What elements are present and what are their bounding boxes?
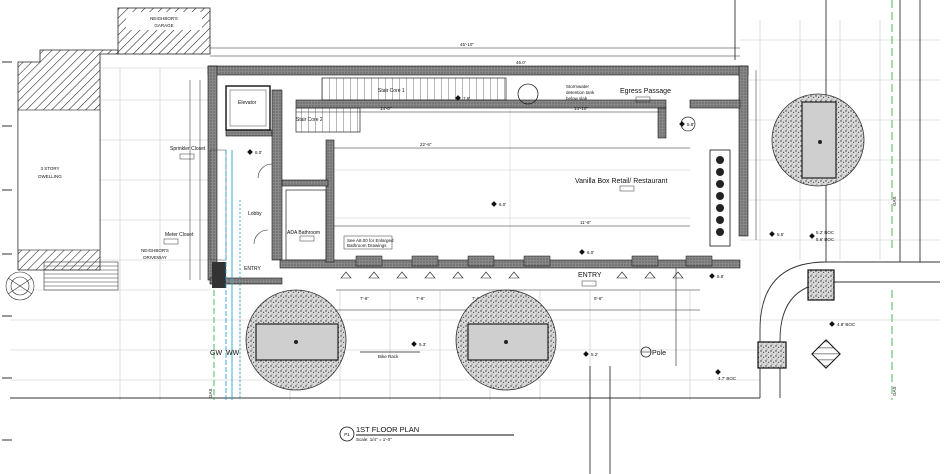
title-symbol: P1: [344, 432, 350, 437]
spot-elevation: 5.2' BOC: [816, 230, 835, 235]
bathroom-note-1: See A8.00 for Enlarged: [347, 238, 394, 243]
neighbor-garage-label-2: GARAGE: [154, 23, 173, 28]
gas-label-right-top: GAS: [892, 196, 897, 206]
dim-label: 7'-6": [360, 296, 369, 301]
spot-elevation: 6.0': [499, 202, 506, 207]
stormwater-label-2: detention tank: [566, 90, 595, 95]
meter-closet-label: Meter Closet: [165, 232, 194, 238]
spot-elevation: 6.0': [255, 150, 262, 155]
gw-label: GW: [210, 350, 222, 357]
spot-elevation: 6.0': [587, 250, 594, 255]
spot-elevation: 5.2': [591, 352, 598, 357]
bathroom-label: ADA Bathroom: [287, 230, 320, 236]
dimension-labels: 45'-10" 45.0' 14'-0" 14'-10" 22'-6" 11'-…: [360, 42, 603, 301]
spot-elevation: 5.8': [717, 274, 724, 279]
neighbor-garage-label-1: NEIGHBOR'S: [150, 16, 178, 21]
dimension-strings: [189, 47, 757, 280]
stair-core-1-label: Stair Core 1: [378, 88, 405, 94]
drawing-scale: Scale: 1/4" = 1'-0": [356, 437, 392, 442]
dim-label: 45'-10": [460, 42, 474, 47]
driveway-label-2: DRIVEWAY: [143, 255, 167, 260]
planter-strip: [709, 149, 731, 247]
spot-elevation: 7.6': [463, 96, 470, 101]
bike-rack: Bike Rack: [360, 351, 420, 359]
dim-label: 22'-6": [420, 142, 432, 147]
stormwater-label-3: below slab: [566, 96, 588, 101]
driveway-label-1: NEIGHBOR'S: [141, 248, 169, 253]
stair-core-2-label: Stair Core 2: [296, 117, 323, 123]
bathroom-note-2: Bathroom Drawings: [347, 243, 387, 248]
neighbor-dwelling: 3 STORY DWELLING NEIGHBOR'S DRIVEWAY: [17, 49, 169, 271]
lobby-label: Lobby: [248, 211, 262, 217]
spot-elevation: 4.7' BOC: [718, 376, 737, 381]
utility-pole: Pole: [640, 268, 677, 366]
dim-label: 14'-10": [574, 106, 588, 111]
spot-elevation: 5.3': [419, 342, 426, 347]
retail-room-label: Vanilla Box Retail/ Restaurant: [575, 178, 668, 185]
ww-label: WW: [226, 350, 240, 357]
utility-lines: [213, 0, 893, 400]
bike-rack-label: Bike Rack: [378, 354, 399, 359]
drawing-title: 1ST FLOOR PLAN: [356, 425, 419, 434]
service-rooms: Sprinkler Closet Meter Closet Lobby ADA …: [163, 146, 394, 288]
margin-ticks: [2, 61, 12, 441]
spot-elevation: 4.8' BOC: [837, 322, 856, 327]
drawing-title-block: P1 1ST FLOOR PLAN Scale: 1/4" = 1'-0": [339, 425, 514, 442]
pole-label: Pole: [652, 350, 666, 357]
gas-label-left: GAS: [208, 388, 213, 398]
catch-basins: [757, 269, 841, 369]
elevator-label: Elevator: [238, 100, 257, 106]
retail-room: Vanilla Box Retail/ Restaurant: [334, 108, 690, 260]
spot-elevation: 5.8': [687, 122, 694, 127]
street-tree-1: [245, 289, 347, 391]
building-walls: [207, 65, 749, 285]
utility-labels: GAS GAS GAS GW WW: [208, 196, 897, 398]
main-entry-label: ENTRY: [578, 272, 602, 279]
street-tree-2: [455, 289, 557, 391]
street-curbs: [10, 0, 940, 474]
neighbor-garage: NEIGHBOR'S GARAGE: [117, 7, 211, 55]
dim-label: 14'-0": [380, 106, 392, 111]
dwelling-label-1: 3 STORY: [40, 166, 59, 171]
dim-label: 11'-6": [580, 220, 592, 225]
dim-label: 7'-6": [416, 296, 425, 301]
street-tree-3: [771, 93, 865, 187]
spot-elevations: 7.6' 6.0' 6.0' 6.0' 5.5' 5.8' 5.3' 5.2' …: [247, 95, 856, 381]
dim-label: 7'-6": [472, 296, 481, 301]
spot-elevation: 5.6' BOC: [816, 237, 835, 242]
dim-label: 45.0': [516, 60, 526, 65]
dwelling-label-2: DWELLING: [38, 174, 62, 179]
side-entry-label: ENTRY: [244, 266, 262, 272]
sprinkler-closet-label: Sprinkler Closet: [170, 146, 206, 152]
gas-label-right-bottom: GAS: [892, 386, 897, 396]
dim-label: 9'-6": [594, 296, 603, 301]
storefront: ENTRY ENTRY: [244, 255, 713, 311]
stormwater-label-1: Stormwater: [566, 84, 590, 89]
spot-elevation: 5.5': [777, 232, 784, 237]
elevator: Elevator: [225, 85, 271, 131]
egress-passage-label: Egress Passage: [620, 88, 671, 95]
neighbor-stair: [5, 261, 119, 301]
